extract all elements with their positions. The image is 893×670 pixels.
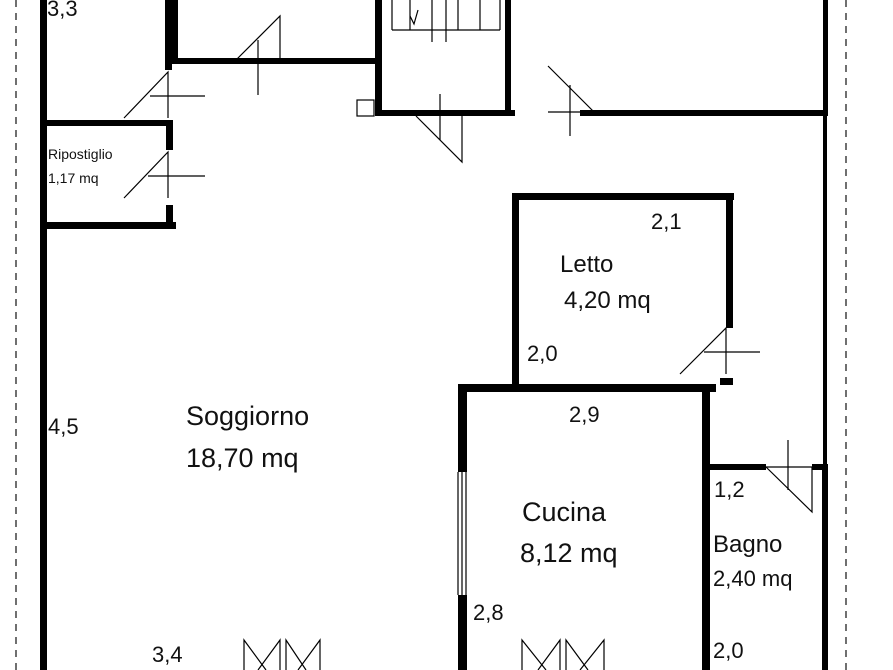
dimension-soggiorno-height: 4,5: [48, 414, 79, 439]
ripostiglio-area: 1,17 mq: [48, 170, 99, 186]
cucina-window: [457, 472, 467, 595]
ripostiglio-name: Ripostiglio: [48, 146, 113, 162]
dimension-bagno-height: 2,0: [713, 638, 744, 663]
dimension-bagno-width: 1,2: [714, 477, 745, 502]
cucina-name: Cucina: [522, 497, 607, 527]
letto-area: 4,20 mq: [564, 287, 651, 314]
dimension-cucina-height: 2,8: [473, 600, 504, 625]
bagno-name: Bagno: [713, 531, 782, 558]
dimension-soggiorno-width: 3,4: [152, 642, 183, 667]
cucina-area: 8,12 mq: [520, 538, 618, 568]
soggiorno-area: 18,70 mq: [186, 443, 299, 473]
dimension-top-left: 3,3: [47, 0, 78, 21]
staircase: [391, 0, 501, 42]
dimension-letto-height: 2,0: [527, 341, 558, 366]
bagno-area: 2,40 mq: [713, 566, 793, 591]
walls: [40, 0, 828, 670]
door-swings: [123, 14, 813, 670]
soggiorno-name: Soggiorno: [186, 401, 309, 431]
dimension-letto-width: 2,1: [651, 209, 682, 234]
dimension-cucina-width: 2,9: [569, 402, 600, 427]
letto-name: Letto: [560, 251, 613, 278]
